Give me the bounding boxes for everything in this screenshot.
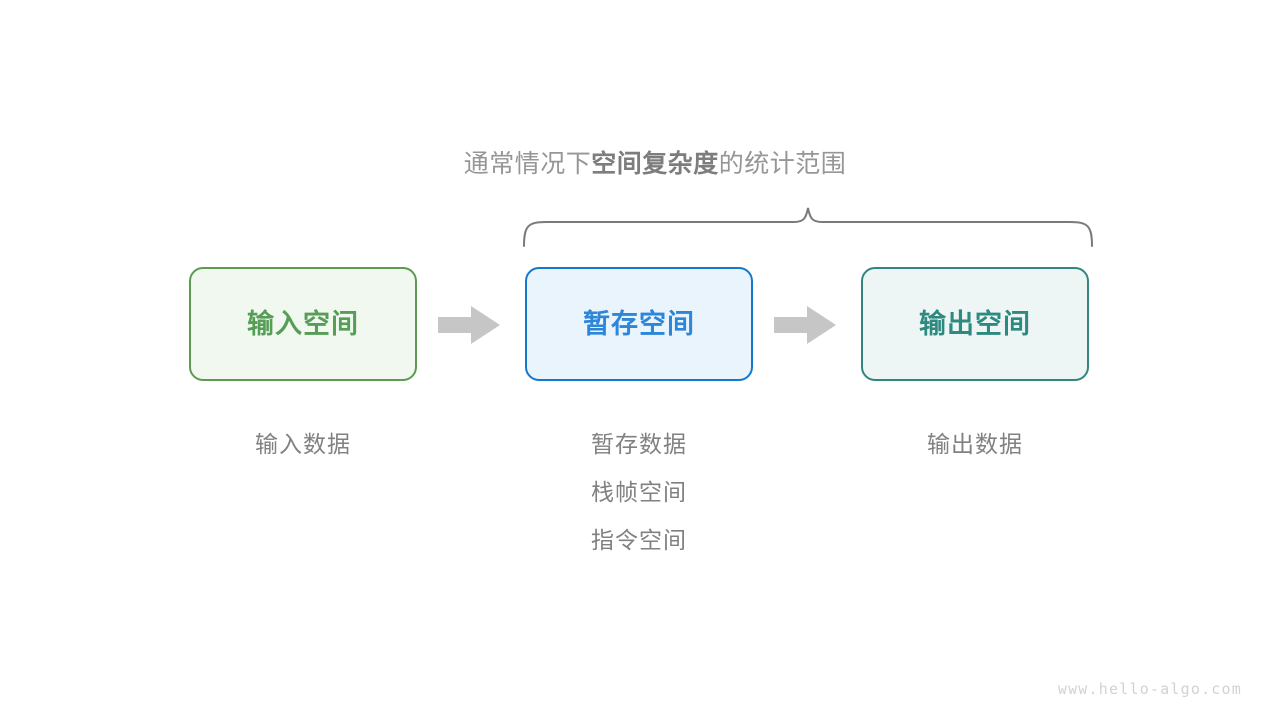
scope-title: 通常情况下空间复杂度的统计范围: [0, 147, 1280, 181]
caption-line: 输入数据: [255, 431, 351, 457]
box-input-space-label: 输入空间: [247, 308, 359, 339]
scope-title-tail: 的统计范围: [718, 150, 847, 178]
output-captions: 输出数据: [861, 420, 1089, 468]
space-flow: 输入空间 暂存空间 输出空间: [189, 267, 1089, 381]
scope-title-lead: 通常情况下: [463, 150, 592, 178]
box-buffer-space[interactable]: 暂存空间: [525, 267, 753, 381]
input-captions: 输入数据: [189, 420, 417, 468]
caption-line: 暂存数据: [591, 431, 687, 457]
right-arrow-icon: [774, 306, 836, 344]
scope-brace: [510, 198, 1106, 256]
box-buffer-space-label: 暂存空间: [583, 308, 695, 339]
buffer-captions: 暂存数据 栈帧空间 指令空间: [525, 420, 753, 564]
scope-brace-icon: [523, 207, 1093, 247]
box-input-space[interactable]: 输入空间: [189, 267, 417, 381]
arrow-buffer-to-output: [774, 306, 836, 344]
box-output-space[interactable]: 输出空间: [861, 267, 1089, 381]
caption-line: 指令空间: [591, 527, 687, 553]
caption-line: 输出数据: [927, 431, 1023, 457]
scope-title-emphasis: 空间复杂度: [591, 150, 719, 178]
site-watermark: www.hello-algo.com: [1057, 680, 1242, 698]
right-arrow-icon: [438, 306, 500, 344]
box-output-space-label: 输出空间: [919, 308, 1031, 339]
caption-line: 栈帧空间: [591, 479, 687, 505]
arrow-input-to-buffer: [438, 306, 500, 344]
